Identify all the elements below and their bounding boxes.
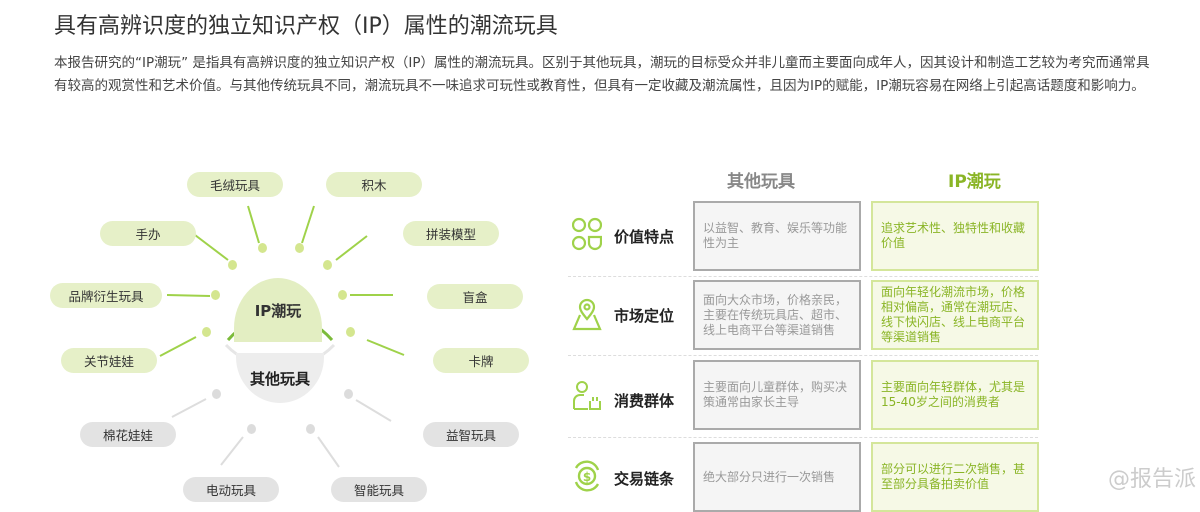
other-item: 电动玩具	[183, 477, 279, 502]
dot	[247, 424, 256, 434]
divider	[568, 437, 1038, 438]
ip-item: 卡牌	[433, 348, 529, 373]
dot	[295, 243, 304, 253]
other-item: 智能玩具	[331, 477, 427, 502]
ip-cell: 主要面向年轻群体，尤其是15-40岁之间的消费者	[871, 360, 1039, 430]
dot	[258, 243, 267, 253]
ip-item: 积木	[326, 172, 422, 197]
other-item: 益智玩具	[423, 422, 519, 447]
ip-item: 毛绒玩具	[187, 172, 283, 197]
ip-item: 关节娃娃	[61, 348, 157, 373]
dot	[338, 290, 347, 300]
row-label: 消费群体	[614, 392, 675, 410]
page-title: 具有高辨识度的独立知识产权（IP）属性的潮流玩具	[54, 14, 558, 39]
dot	[306, 424, 315, 434]
dot	[346, 327, 355, 337]
ip-item: 拼装模型	[403, 221, 499, 246]
ip-cell: 部分可以进行二次销售，甚至部分具备拍卖价值	[871, 442, 1039, 512]
dot	[323, 260, 332, 270]
divider	[568, 276, 1038, 277]
svg-text:$: $	[583, 470, 591, 484]
other-cell: 主要面向儿童群体，购买决策通常由家长主导	[693, 360, 861, 430]
ip-item: 盲盒	[427, 284, 523, 309]
other-item: 棉花娃娃	[80, 422, 176, 447]
dot	[344, 389, 353, 399]
ip-cell: 面向年轻化潮流市场，价格相对偏高，通常在潮玩店、线下快闪店、线上电商平台等渠道销…	[871, 280, 1039, 350]
dot	[212, 389, 221, 399]
other-cell: 面向大众市场，价格亲民，主要在传统玩具店、超市、线上电商平台等渠道销售	[693, 280, 861, 350]
divider	[568, 355, 1038, 356]
dollar-cycle-icon: $	[574, 460, 600, 492]
watermark: @报告派	[1107, 467, 1196, 492]
intro-paragraph: 本报告研究的“IP潮玩” 是指具有高辨识度的独立知识产权（IP）属性的潮流玩具。…	[54, 55, 1150, 94]
other-cell: 以益智、教育、娱乐等功能性为主	[693, 201, 861, 271]
dot	[202, 327, 211, 337]
ip-item: 手办	[100, 221, 196, 246]
other-cell: 绝大部分只进行一次销售	[693, 442, 861, 512]
dot	[228, 260, 237, 270]
diagram-lines	[159, 205, 405, 468]
column-header-ip: IP潮玩	[948, 172, 1001, 192]
consumer-icon	[573, 381, 601, 410]
ip-cell: 追求艺术性、独特性和收藏价值	[871, 201, 1039, 271]
dot	[211, 290, 220, 300]
column-header-other: 其他玩具	[727, 172, 795, 192]
row-label: 交易链条	[614, 470, 675, 488]
ip-item: 品牌衍生玩具	[50, 283, 162, 308]
map-pin-icon	[572, 298, 602, 331]
value-icon	[572, 217, 602, 251]
ip-toy-center: IP潮玩	[234, 278, 322, 342]
row-label: 市场定位	[614, 307, 675, 325]
row-label: 价值特点	[614, 228, 675, 246]
